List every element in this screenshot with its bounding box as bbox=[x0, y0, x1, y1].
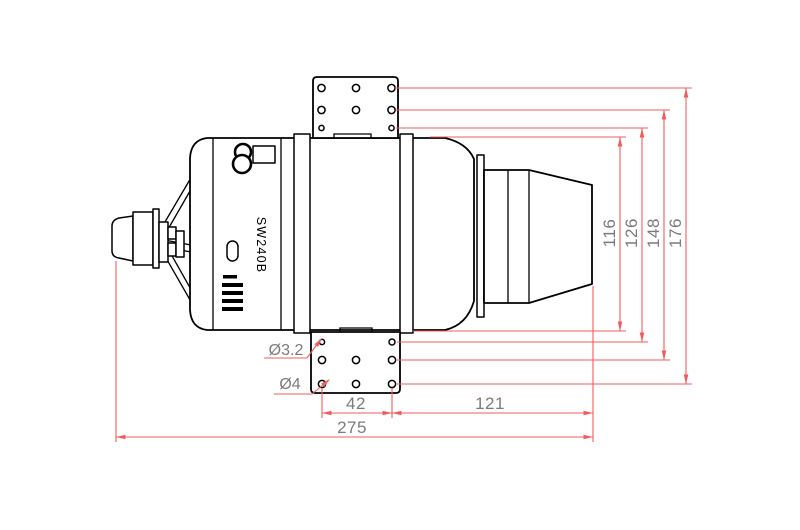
bracket-hole-small bbox=[318, 124, 325, 132]
dim-label-dia-3-2: Ø3.2 bbox=[269, 342, 304, 359]
top-bracket-tab bbox=[333, 133, 372, 138]
bracket-hole bbox=[387, 379, 397, 389]
spinner-flange bbox=[152, 208, 160, 269]
bottom-mount-bracket bbox=[310, 327, 401, 394]
exhaust-nozzle bbox=[483, 169, 593, 304]
exhaust-step-ring bbox=[476, 154, 485, 318]
fuel-fitting bbox=[231, 142, 276, 175]
dim-121: 121 bbox=[392, 286, 594, 442]
bracket-hole bbox=[388, 338, 396, 346]
dim-116: 116 bbox=[413, 136, 626, 332]
bottom-bracket-tab bbox=[339, 327, 373, 332]
leader-dia-3-2: Ø3.2 bbox=[264, 336, 324, 359]
bracket-hole-small bbox=[388, 124, 395, 132]
bracket-hole bbox=[351, 355, 361, 365]
model-label: SW240B bbox=[254, 217, 268, 274]
fuel-elbow-lower bbox=[231, 153, 253, 175]
bracket-hole bbox=[317, 355, 327, 365]
dim-label-dia-4: Ø4 bbox=[279, 376, 300, 393]
bracket-hole bbox=[387, 105, 396, 115]
bracket-hole bbox=[387, 83, 396, 93]
nozzle-outline bbox=[483, 169, 593, 304]
dim-label-126: 126 bbox=[622, 218, 641, 248]
dim-label-148: 148 bbox=[644, 218, 663, 248]
rear-clamp-band bbox=[399, 133, 414, 334]
dim-148: 148 bbox=[396, 109, 670, 361]
dim-label-116: 116 bbox=[600, 219, 619, 248]
dim-126: 126 bbox=[396, 127, 648, 343]
dim-label-42: 42 bbox=[346, 394, 366, 413]
bracket-hole bbox=[351, 105, 361, 115]
bracket-hole bbox=[317, 83, 326, 93]
bracket-hole bbox=[351, 83, 361, 93]
fuel-connector-block bbox=[252, 145, 276, 164]
intake-struts bbox=[158, 153, 210, 320]
dim-275: 275 bbox=[115, 261, 593, 442]
oval-slot bbox=[226, 240, 239, 262]
spinner-cap bbox=[111, 215, 134, 262]
bracket-hole bbox=[317, 105, 326, 115]
engine-body bbox=[189, 133, 475, 334]
dim-label-275: 275 bbox=[337, 418, 367, 437]
dim-176: 176 bbox=[395, 87, 692, 385]
bracket-hole bbox=[351, 379, 361, 389]
top-mount-bracket bbox=[312, 76, 399, 139]
starter-hub bbox=[158, 221, 169, 263]
spinner-cylinder bbox=[132, 211, 154, 266]
front-clamp-band bbox=[293, 133, 311, 334]
spinner-assembly bbox=[111, 208, 160, 269]
dim-label-176: 176 bbox=[666, 218, 685, 248]
dim-label-121: 121 bbox=[475, 394, 505, 413]
dim-42: 42 bbox=[321, 388, 393, 418]
vent-slots bbox=[222, 275, 243, 311]
leader-dia-4: Ø4 bbox=[274, 376, 332, 395]
bracket-hole bbox=[387, 355, 397, 365]
